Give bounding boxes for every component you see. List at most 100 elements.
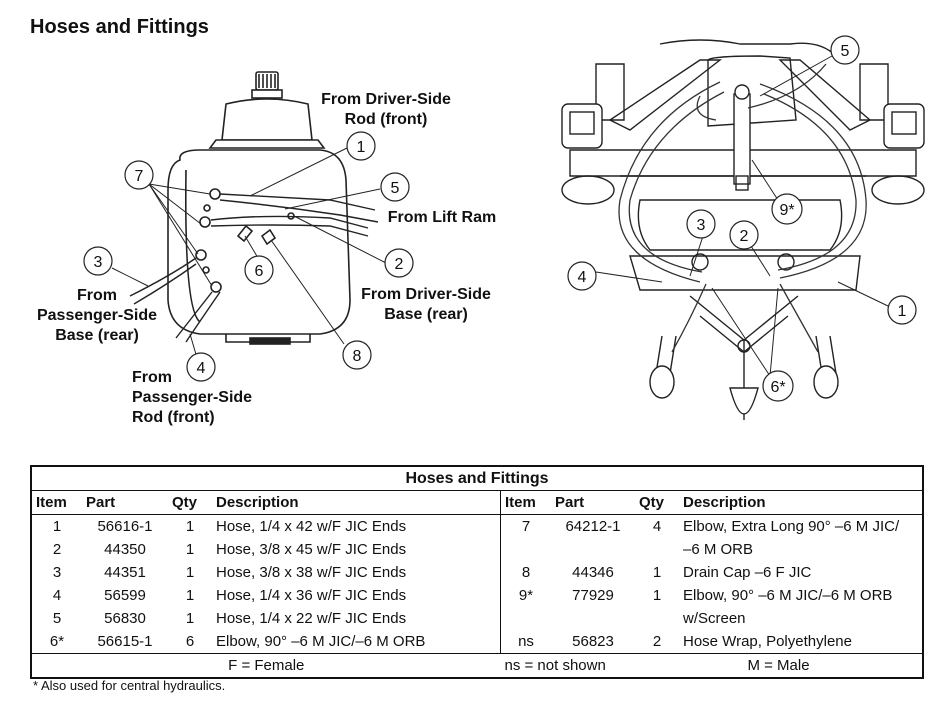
part-cell: 64212-1 [565,518,621,535]
label-driver-rod-line2: Rod (front) [345,111,428,128]
item-cell: 4 [52,587,62,604]
table-row: 5 56830 1 Hose, 1/4 x 22 w/F JIC Ends w/… [31,607,923,630]
empty-cell [635,538,679,561]
description-cell: Elbow, Extra Long 90° –6 M JIC/ [683,518,900,535]
description-cell: Hose, 1/4 x 22 w/F JIC Ends [216,610,407,627]
table-row: 6* 56615-1 6 Elbow, 90° –6 M JIC/–6 M OR… [31,630,923,654]
label-driver-base-line2: Base (rear) [384,306,468,323]
description-cell: Hose, 3/8 x 45 w/F JIC Ends [216,541,407,558]
item-cell: ns [500,630,551,654]
part-cell: 56615-1 [97,633,153,650]
callout-3-right: 3 [697,217,706,234]
description-cell: Hose, 1/4 x 36 w/F JIC Ends [216,587,407,604]
callout-1-left: 1 [357,139,366,156]
item-cell: 9* [500,584,551,607]
qty-cell: 2 [652,633,662,650]
qty-cell: 4 [652,518,662,535]
callout-3-left: 3 [94,254,103,271]
header-description: Description [679,490,923,515]
part-cell: 77929 [572,587,614,604]
callout-5-left: 5 [391,180,400,197]
legend-female: F = Female [31,653,501,678]
legend-not-shown: ns = not shown [500,653,635,678]
item-cell: 1 [52,518,62,535]
part-cell: 56616-1 [97,518,153,535]
table-title: Hoses and Fittings [31,466,923,491]
label-passenger-rod-line2: Passenger-Side [132,389,252,406]
header-part: Part [82,490,168,515]
part-cell: 56823 [572,633,614,650]
header-qty: Qty [635,490,679,515]
part-cell: 56599 [104,587,146,604]
qty-cell: 1 [185,518,195,535]
qty-cell: 6 [185,633,195,650]
table-legend: F = Female ns = not shown M = Male [31,653,923,678]
label-passenger-rod-line1: From [132,369,172,386]
qty-cell: 1 [185,541,195,558]
item-cell: 7 [500,514,551,538]
label-lift-ram: From Lift Ram [388,209,496,226]
label-driver-rod-line1: From Driver-Side [321,91,451,108]
description-cell: Drain Cap –6 F JIC [683,564,812,581]
callout-4-right: 4 [578,269,587,286]
callout-8-left: 8 [353,348,362,365]
part-cell: 44350 [104,541,146,558]
callout-6-left: 6 [255,263,264,280]
item-cell: 5 [52,610,62,627]
description-cell: Hose Wrap, Polyethylene [683,633,852,650]
callout-4-left: 4 [197,360,206,377]
label-passenger-rod-line3: Rod (front) [132,409,215,426]
mount-hoses [618,63,867,353]
qty-cell: 1 [652,587,662,604]
callout-1-right: 1 [898,303,907,320]
right-leader-lines [595,55,889,377]
description-cell: Elbow, 90° –6 M JIC/–6 M ORB [216,633,426,650]
right-callouts: 5 9* 3 2 4 1 6* [567,35,917,402]
callout-2-left: 2 [395,256,404,273]
empty-cell [500,538,551,561]
label-passenger-base-line2: Passenger-Side [37,307,157,324]
part-cell: 56830 [104,610,146,627]
header-description: Description [212,490,501,515]
qty-cell: 1 [185,610,195,627]
reservoir-drawing [129,71,379,345]
label-passenger-base-line3: Base (rear) [55,327,139,344]
item-cell: 3 [52,564,62,581]
header-item: Item [500,490,551,515]
header-part: Part [551,490,635,515]
callout-7-left: 7 [135,168,144,185]
item-cell: 2 [52,541,62,558]
empty-cell [551,538,635,561]
label-passenger-base-line1: From [77,287,117,304]
callout-6-right: 6* [770,379,785,396]
description-cell: Elbow, 90° –6 M JIC/–6 M ORB [683,587,893,604]
parts-table: Hoses and Fittings Item Part Qty Descrip… [30,465,924,679]
table-row: 4 56599 1 Hose, 1/4 x 36 w/F JIC Ends 9*… [31,584,923,607]
empty-cell [635,607,679,630]
part-cell: 44346 [572,564,614,581]
qty-cell: 1 [652,564,662,581]
description-cell-continued: w/Screen [683,610,746,627]
table-row: 3 44351 1 Hose, 3/8 x 38 w/F JIC Ends 8 … [31,561,923,584]
empty-cell [500,607,551,630]
description-cell: Hose, 1/4 x 42 w/F JIC Ends [216,518,407,535]
label-driver-base-line1: From Driver-Side [361,286,491,303]
hydraulics-diagram: 1 5 2 7 3 6 8 4 From Driver-Side Rod (fr… [37,35,925,426]
callout-9-right: 9* [779,202,794,219]
table-row: 2 44350 1 Hose, 3/8 x 45 w/F JIC Ends –6… [31,538,923,561]
header-item: Item [31,490,82,515]
description-cell: Hose, 3/8 x 38 w/F JIC Ends [216,564,407,581]
table-row: 1 56616-1 1 Hose, 1/4 x 42 w/F JIC Ends … [31,514,923,538]
left-labels: From Driver-Side Rod (front) From Lift R… [37,91,496,426]
part-cell: 44351 [104,564,146,581]
callout-2-right: 2 [740,228,749,245]
qty-cell: 1 [185,587,195,604]
item-cell: 8 [500,561,551,584]
page-title: Hoses and Fittings [30,16,209,38]
footnote: * Also used for central hydraulics. [33,678,226,693]
empty-cell [551,607,635,630]
qty-cell: 1 [185,564,195,581]
mount-drawing [561,39,925,420]
item-cell: 6* [49,633,65,650]
callout-5-right: 5 [841,43,850,60]
